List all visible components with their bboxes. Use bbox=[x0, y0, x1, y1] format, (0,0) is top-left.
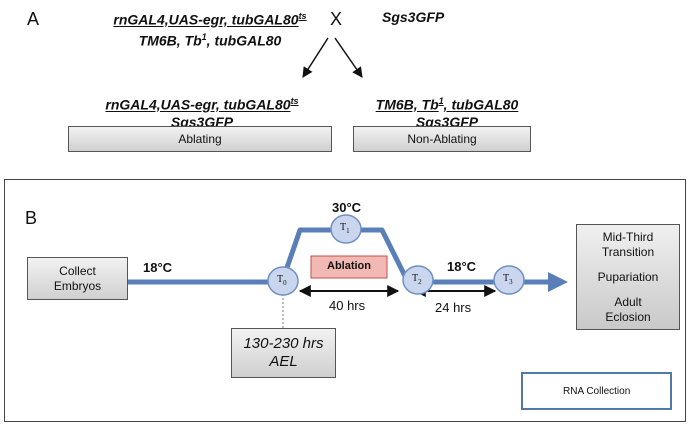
parent1-line2b: , tubGAL80 bbox=[206, 32, 282, 49]
collect-embryos-box: Collect Embryos bbox=[27, 257, 128, 300]
arrow-to-ablating bbox=[302, 37, 329, 78]
parent1-line1-sup: ts bbox=[298, 11, 307, 21]
ablating-line2: Sgs3GFP bbox=[170, 113, 234, 130]
outcome-box: Mid-Third Transition Pupariation Adult E… bbox=[576, 224, 680, 330]
ablating-genotype: rnGAL4,UAS-egr, tubGAL80ts Sgs3GFP bbox=[92, 93, 312, 131]
panel-b-frame bbox=[4, 179, 686, 422]
t3-text: T bbox=[503, 273, 510, 284]
ablation-box bbox=[310, 255, 388, 279]
duration-40-label: 40 hrs bbox=[329, 298, 366, 313]
t2-label: T2 bbox=[412, 273, 422, 286]
nonablating-line1-sup: 1 bbox=[438, 96, 444, 106]
t0-label: T0 bbox=[277, 274, 287, 287]
temp-low-2: 18°C bbox=[447, 259, 477, 274]
t2-node bbox=[402, 265, 434, 295]
ael-box: 130-230 hrs AEL bbox=[231, 328, 336, 378]
ablation-label: Ablation bbox=[327, 260, 371, 272]
collect-embryos-label: Collect Embryos bbox=[53, 263, 102, 293]
parent1-line2-sup: 1 bbox=[201, 31, 207, 42]
cross-arrows bbox=[302, 37, 363, 78]
ablating-label: Ablating bbox=[178, 132, 222, 146]
nonablating-line2: Sgs3GFP bbox=[415, 113, 479, 130]
legend-label: RNA Collection bbox=[563, 386, 631, 397]
cross-symbol: X bbox=[330, 9, 343, 29]
panel-a-letter: A bbox=[27, 9, 40, 29]
duration-24-label: 24 hrs bbox=[435, 300, 472, 315]
parent1-line1: rnGAL4,UAS-egr, tubGAL80 bbox=[113, 11, 299, 28]
temp-low-1: 18°C bbox=[143, 260, 173, 275]
t1-node bbox=[330, 214, 362, 244]
t3-label: T3 bbox=[503, 273, 513, 286]
parent1-line2a: TM6B, Tb bbox=[138, 32, 202, 49]
t1-sub: 1 bbox=[346, 227, 350, 235]
nonablating-box: Non-Ablating bbox=[353, 126, 531, 152]
outcome-adult-eclosion: Adult Eclosion bbox=[605, 295, 651, 324]
t2-text: T bbox=[412, 273, 419, 284]
ablating-line1-sup: ts bbox=[290, 96, 299, 106]
panel-b-letter: B bbox=[25, 208, 38, 228]
outcome-mid-third: Mid-Third Transition bbox=[601, 230, 655, 259]
t2-sub: 2 bbox=[418, 278, 422, 286]
legend-box: RNA Collection bbox=[521, 372, 672, 410]
nonablating-line1b: , tubGAL80 bbox=[443, 96, 519, 113]
nonablating-genotype: TM6B, Tb1, tubGAL80 Sgs3GFP bbox=[362, 93, 532, 131]
nonablating-line1a: TM6B, Tb bbox=[375, 96, 439, 113]
t1-label: T1 bbox=[340, 222, 350, 235]
t0-node bbox=[267, 266, 299, 296]
nonablating-label: Non-Ablating bbox=[407, 132, 477, 146]
parent2-genotype: Sgs3GFP bbox=[382, 9, 445, 25]
t3-node bbox=[493, 265, 525, 295]
ablating-box: Ablating bbox=[68, 126, 332, 152]
parent1-genotype: rnGAL4,UAS-egr, tubGAL80ts TM6B, Tb1, tu… bbox=[90, 8, 330, 49]
arrow-to-nonablating bbox=[334, 37, 363, 78]
temp-high: 30°C bbox=[332, 200, 362, 215]
t0-text: T bbox=[277, 274, 284, 285]
outcome-pupariation: Pupariation bbox=[597, 270, 659, 284]
t0-sub: 0 bbox=[283, 279, 287, 287]
t3-sub: 3 bbox=[509, 278, 513, 286]
ael-line1: 130-230 hrs bbox=[243, 335, 324, 352]
ablating-line1: rnGAL4,UAS-egr, tubGAL80 bbox=[105, 96, 291, 113]
ael-line2: AEL bbox=[269, 353, 298, 370]
t1-text: T bbox=[340, 222, 347, 233]
